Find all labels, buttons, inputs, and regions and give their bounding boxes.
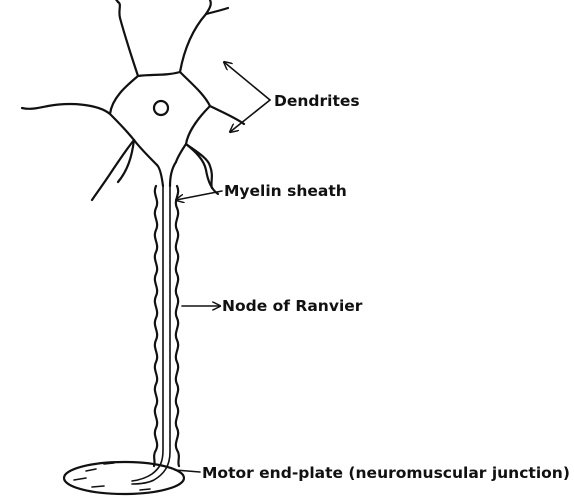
motor-end-plate-shape bbox=[64, 462, 184, 494]
label-myelin-sheath: Myelin sheath bbox=[224, 182, 347, 200]
myelin-arrow bbox=[176, 191, 222, 200]
dendrites-arrow-upper bbox=[224, 62, 270, 100]
label-dendrites: Dendrites bbox=[274, 92, 360, 110]
label-arrows bbox=[175, 62, 270, 472]
nucleus bbox=[154, 101, 168, 115]
myelin-sheath bbox=[154, 186, 179, 466]
label-motor-end-plate: Motor end-plate (neuromuscular junction) bbox=[202, 464, 570, 482]
cell-body bbox=[22, 0, 244, 200]
label-node-of-ranvier: Node of Ranvier bbox=[222, 297, 363, 315]
dendrites-arrow-lower bbox=[230, 100, 270, 132]
